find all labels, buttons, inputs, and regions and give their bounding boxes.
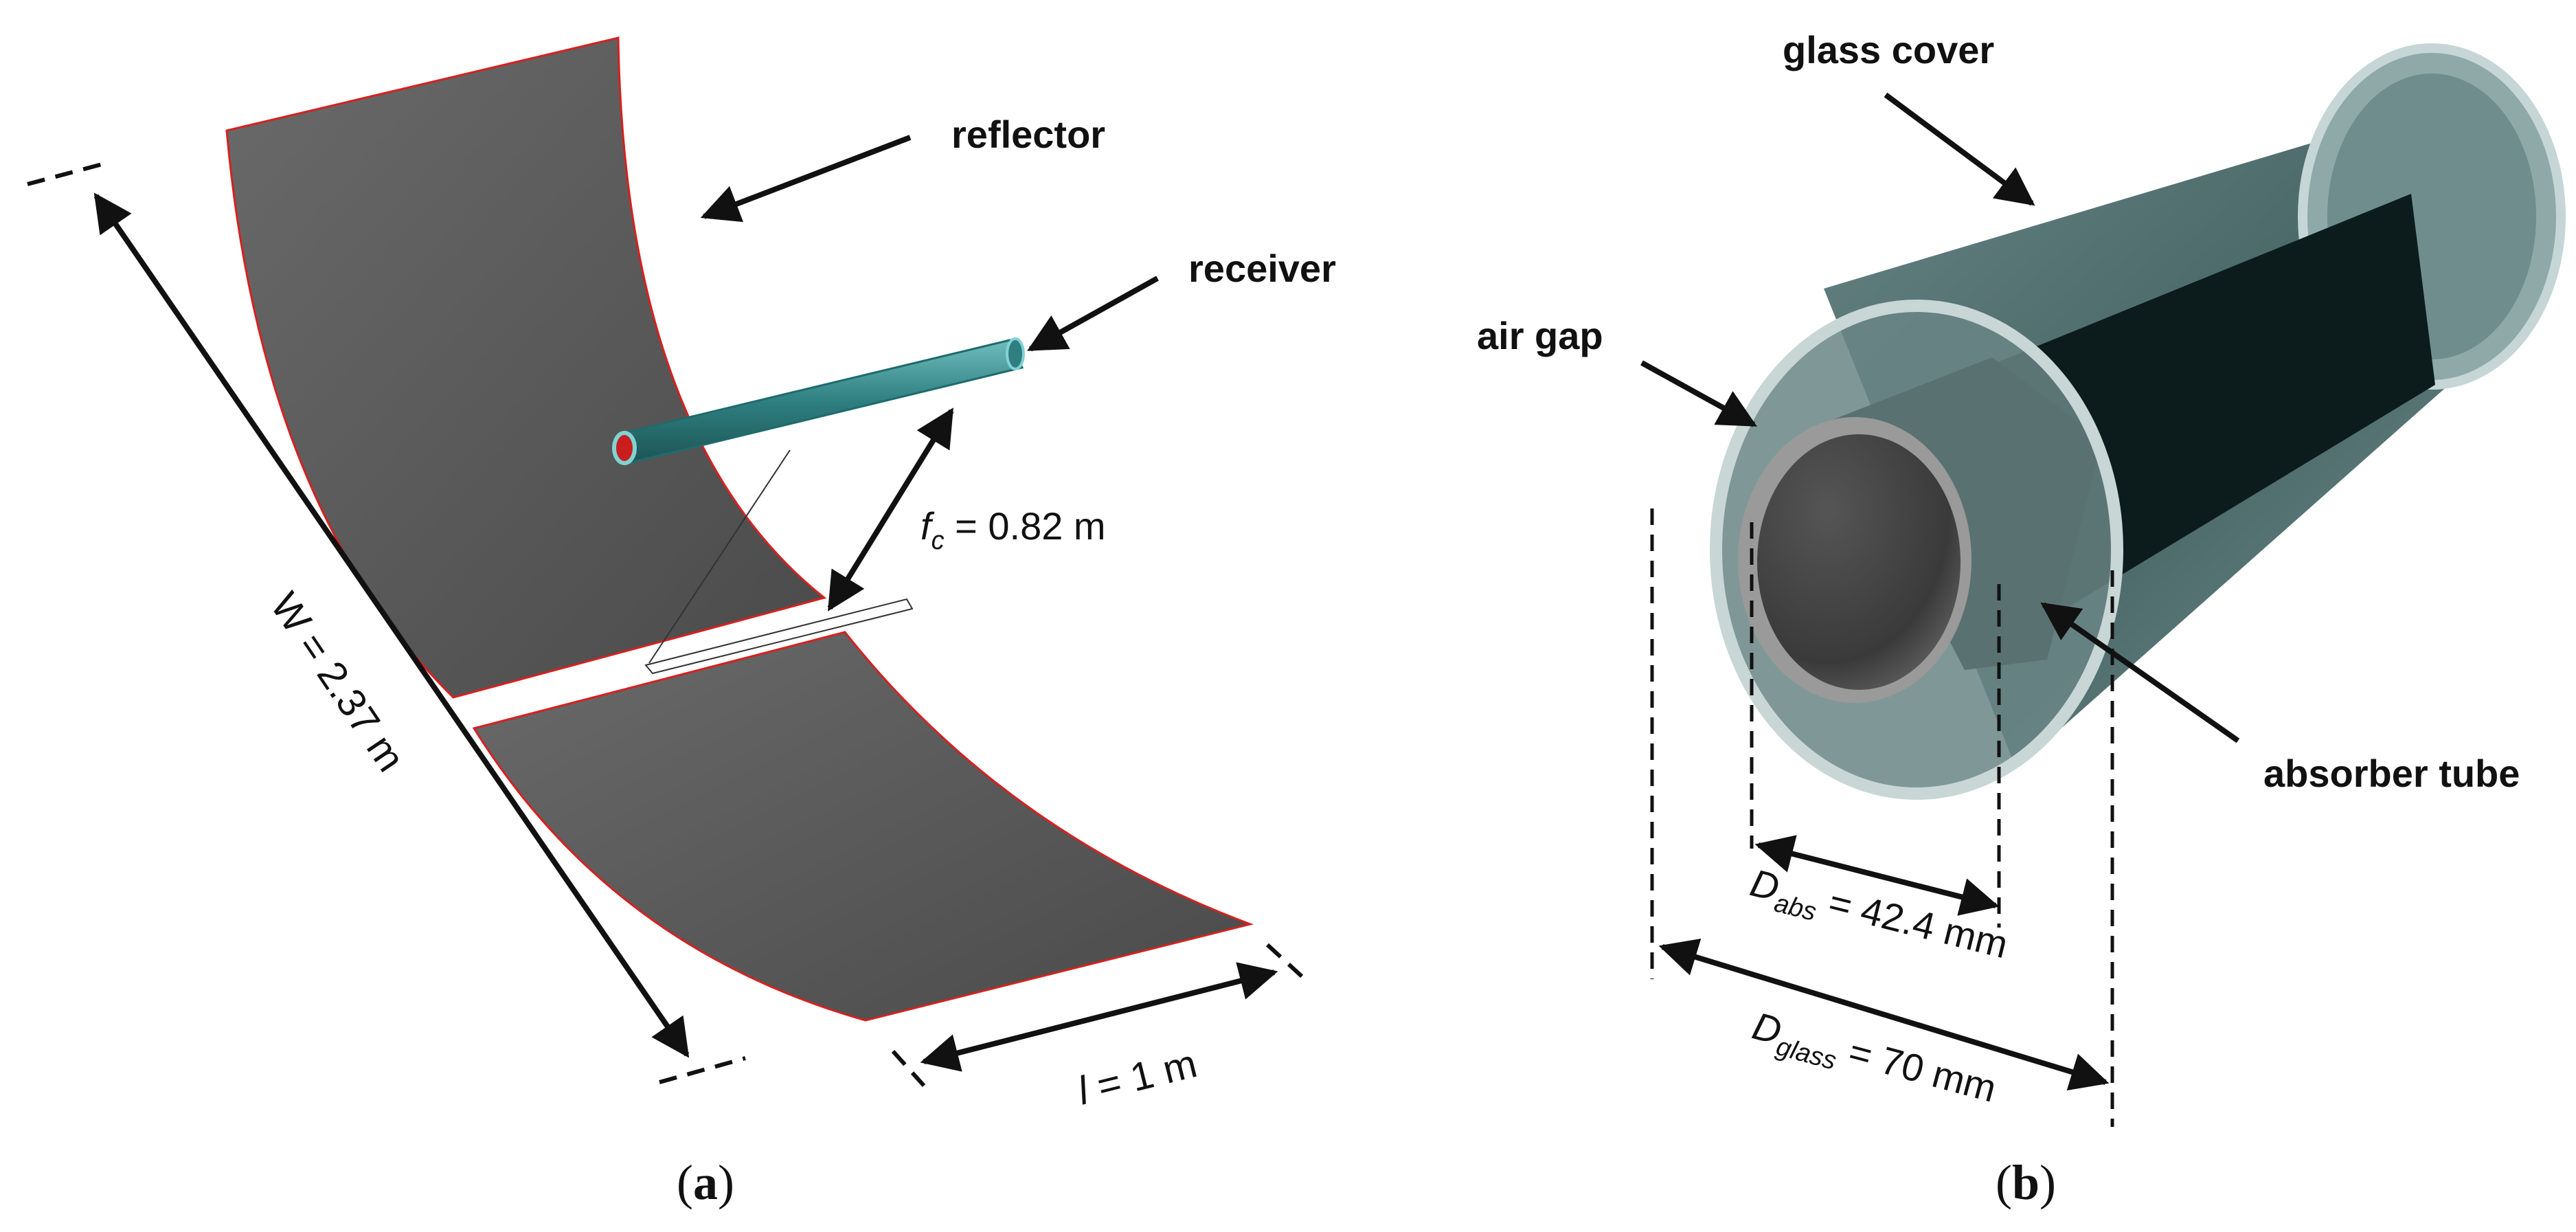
absorber-tube-arrow (2040, 602, 2240, 743)
length-arrow (920, 962, 1278, 1072)
length-tick-right (1265, 943, 1311, 985)
width-tick-bottom (659, 1056, 746, 1084)
focal-length-label: fc = 0.82 m (920, 504, 1106, 555)
reflector-label: reflector (951, 113, 1105, 156)
focal-length-arrow (827, 407, 954, 612)
length-value: = 1 m (1082, 1041, 1201, 1111)
air-gap-arrow (1640, 360, 1757, 427)
reflector-upper-panel (225, 36, 827, 699)
glass-cover-arrow (1884, 92, 2035, 206)
glass-cover-label: glass cover (1783, 28, 1994, 71)
receiver-arrow (1027, 276, 1159, 352)
length-label: l = 1 m (1073, 1041, 1201, 1114)
panel-b: glass cover air gap absorber tube Dabs =… (1477, 28, 2566, 1210)
width-tick-top (27, 160, 111, 186)
panel-a: reflector receiver fc = 0.82 m W = 2.37 … (27, 36, 1336, 1210)
glass-diameter-label: Dglass = 70 mm (1746, 1004, 2001, 1118)
focal-subscript: c (931, 526, 945, 555)
caption-b: (b) (1996, 1155, 2056, 1210)
receiver-label: receiver (1188, 247, 1336, 290)
caption-a: (a) (677, 1155, 734, 1210)
reflector-arrow (700, 135, 912, 223)
glass-diameter-arrow (1658, 938, 2110, 1091)
length-tick-left (891, 1049, 926, 1088)
absorber-inner-bore (1757, 434, 1961, 690)
focal-value: = 0.82 m (945, 504, 1106, 548)
air-gap-label: air gap (1477, 314, 1603, 357)
receiver-end-cap (612, 431, 637, 465)
width-arrow (93, 192, 690, 1058)
abs-diameter-arrow (1754, 835, 2000, 916)
reflector-lower-panel (472, 631, 1254, 1022)
absorber-tube-label: absorber tube (2263, 752, 2520, 795)
